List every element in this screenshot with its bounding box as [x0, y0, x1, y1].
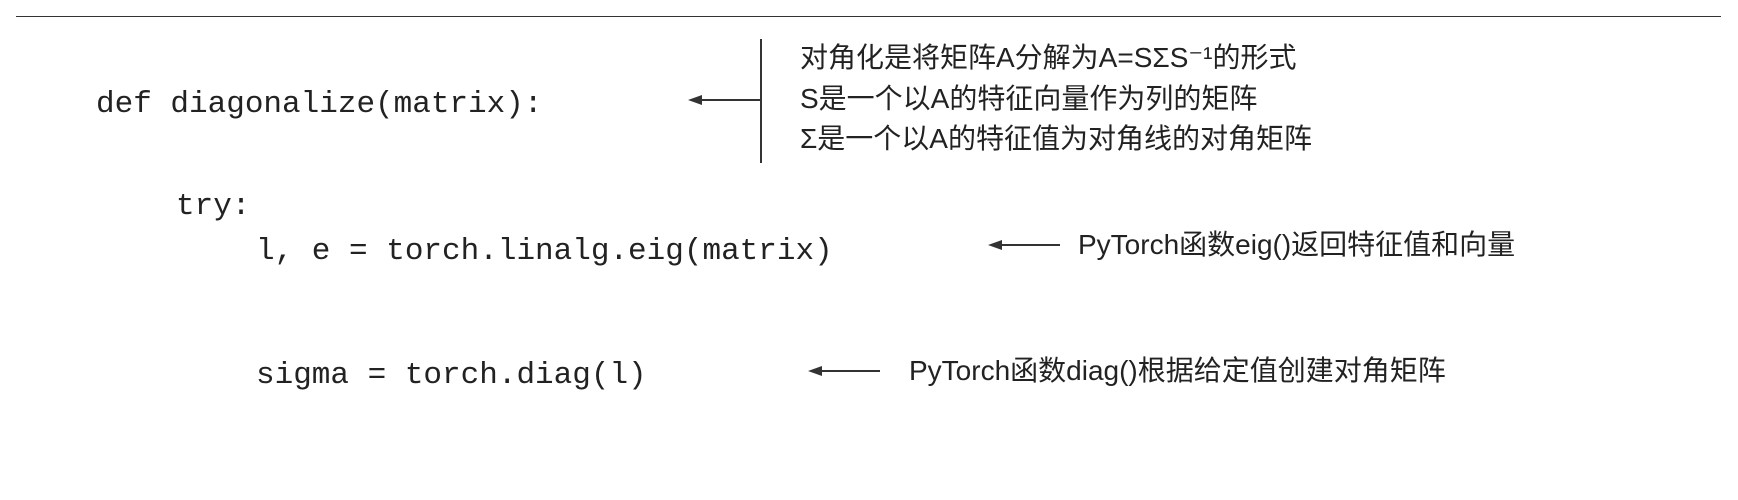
arrow-icon [988, 240, 1060, 250]
arrow-icon [808, 366, 880, 376]
diag-note-line-2: S是一个以A的特征向量作为列的矩阵 [800, 83, 1258, 114]
diag-note-line-3: Σ是一个以A的特征值为对角线的对角矩阵 [800, 123, 1312, 154]
code-line-eig: l, e = torch.linalg.eig(matrix) [256, 234, 833, 269]
arrow-icon [688, 95, 762, 105]
top-rule [16, 16, 1721, 17]
diag-note-line-1: 对角化是将矩阵A分解为A=SΣS⁻¹的形式 [800, 42, 1297, 73]
eig-note: PyTorch函数eig()返回特征值和向量 [1078, 229, 1516, 260]
code-line-sigma: sigma = torch.diag(l) [256, 358, 647, 393]
code-line-try: try: [176, 189, 251, 224]
diag-fn-note: PyTorch函数diag()根据给定值创建对角矩阵 [909, 355, 1446, 386]
code-line-def: def diagonalize(matrix): [96, 87, 543, 122]
